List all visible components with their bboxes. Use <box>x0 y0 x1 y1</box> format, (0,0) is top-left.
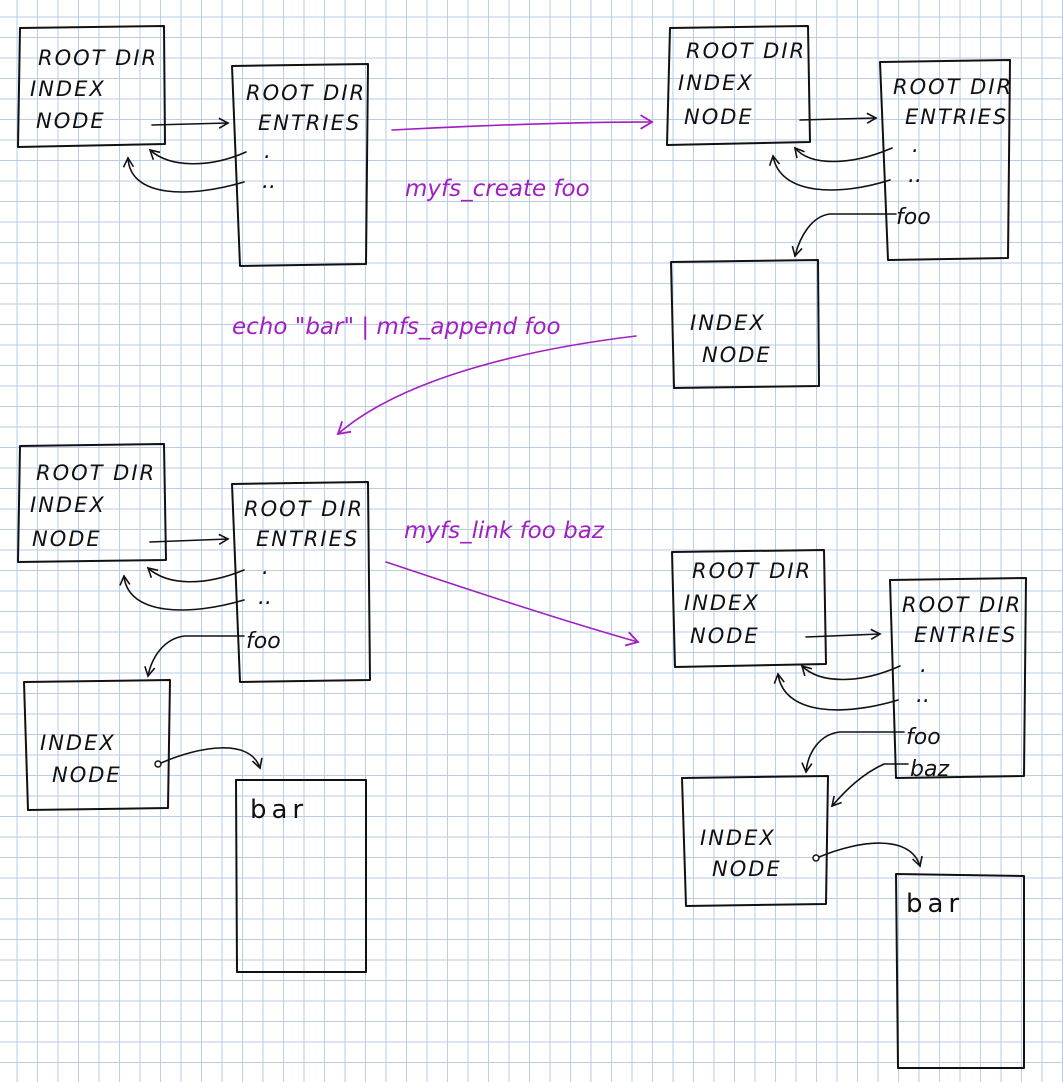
root-dir-index-node-box <box>17 443 167 563</box>
root-index-label-line1: ROOT DIR <box>692 559 812 583</box>
foo-to-index-node-arrow <box>801 731 905 774</box>
dotdot-back-arrow <box>122 156 245 193</box>
root-index-label-line1: ROOT DIR <box>686 39 806 63</box>
root-dir-index-node-box <box>17 25 166 148</box>
command-create: myfs_create foo <box>391 114 654 202</box>
entry-dot: . <box>920 653 927 678</box>
entry-dotdot: .. <box>916 683 930 708</box>
data-block-box <box>895 873 1025 1069</box>
index-node-box <box>23 679 171 811</box>
dot-back-arrow <box>800 664 901 681</box>
index-to-data-arrow <box>160 747 263 770</box>
entry-foo: foo <box>906 725 941 750</box>
command-append: echo "bar" | mfs_append foo <box>232 314 637 436</box>
command-link: myfs_link foo baz <box>385 518 640 647</box>
stage-4: ROOT DIR INDEX NODE ROOT DIR ENTRIES . .… <box>671 549 1027 1069</box>
root-index-label-line1: ROOT DIR <box>36 461 156 485</box>
baz-to-index-node-arrow <box>830 763 909 808</box>
root-index-label-line2: INDEX <box>684 591 760 615</box>
data-pointer-dot <box>812 854 820 862</box>
index-to-entries-arrow <box>151 117 230 129</box>
root-dir-entries-box <box>231 63 369 267</box>
root-dir-entries-box <box>889 577 1027 779</box>
dot-back-arrow <box>793 146 893 163</box>
root-index-label-line3: NODE <box>684 105 754 129</box>
root-index-label-line3: NODE <box>690 624 760 648</box>
root-dir-entries-box <box>879 59 1011 261</box>
root-entries-label-line1: ROOT DIR <box>902 593 1022 617</box>
create-transition-arrow <box>391 114 654 131</box>
stage-2: ROOT DIR INDEX NODE ROOT DIR ENTRIES . .… <box>666 25 1013 389</box>
dotdot-back-arrow <box>773 672 899 711</box>
entry-dot: . <box>262 555 269 580</box>
link-transition-arrow <box>385 561 640 647</box>
index-to-entries-arrow <box>799 112 878 124</box>
entry-foo: foo <box>246 629 281 654</box>
foo-to-index-node-arrow <box>791 213 897 258</box>
index-node-label-line2: NODE <box>52 763 122 787</box>
root-entries-label-line1: ROOT DIR <box>246 81 366 105</box>
root-dir-index-node-box <box>666 25 811 146</box>
root-dir-entries-box <box>231 481 371 683</box>
root-entries-label-line1: ROOT DIR <box>244 497 364 521</box>
index-node-label-line2: NODE <box>702 343 772 367</box>
root-index-label-line2: INDEX <box>678 71 754 95</box>
data-block-content: bar <box>250 795 308 825</box>
index-node-box <box>670 259 820 389</box>
root-index-label-line1: ROOT DIR <box>38 46 158 70</box>
root-entries-label-line2: ENTRIES <box>258 111 361 135</box>
root-entries-label-line2: ENTRIES <box>256 527 359 551</box>
root-entries-label-line2: ENTRIES <box>905 105 1008 129</box>
index-to-data-arrow <box>818 842 923 868</box>
root-dir-index-node-box <box>671 549 827 668</box>
index-node-box <box>681 775 829 907</box>
stage-1: ROOT DIR INDEX NODE ROOT DIR ENTRIES . .… <box>17 25 369 267</box>
data-block-content: bar <box>906 889 964 919</box>
entry-dotdot: .. <box>908 163 922 188</box>
root-index-label-line2: INDEX <box>30 493 106 517</box>
link-command-text: myfs_link foo baz <box>404 518 605 544</box>
dot-back-arrow <box>148 148 247 165</box>
root-entries-label-line1: ROOT DIR <box>893 75 1013 99</box>
entry-baz: baz <box>910 757 949 782</box>
root-index-label-line3: NODE <box>36 109 106 133</box>
index-node-label-line1: INDEX <box>690 311 766 335</box>
entry-dotdot: .. <box>262 169 276 194</box>
data-pointer-dot <box>154 760 162 768</box>
index-to-entries-arrow <box>805 628 882 641</box>
root-index-label-line3: NODE <box>32 527 102 551</box>
entry-foo: foo <box>896 205 931 230</box>
data-block-box <box>235 779 367 973</box>
dot-back-arrow <box>146 566 245 583</box>
create-command-text: myfs_create foo <box>405 176 590 202</box>
append-transition-arrow <box>336 335 637 436</box>
stage-3: ROOT DIR INDEX NODE ROOT DIR ENTRIES . .… <box>17 443 371 973</box>
foo-to-index-node-arrow <box>144 635 245 678</box>
entry-dot: . <box>912 133 919 158</box>
entry-dotdot: .. <box>258 585 272 610</box>
index-node-label-line1: INDEX <box>700 826 776 850</box>
index-node-label-line2: NODE <box>712 857 782 881</box>
root-index-label-line2: INDEX <box>30 77 106 101</box>
dotdot-back-arrow <box>119 574 245 611</box>
index-to-entries-arrow <box>149 533 230 546</box>
append-command-text: echo "bar" | mfs_append foo <box>232 314 561 340</box>
root-entries-label-line2: ENTRIES <box>914 623 1017 647</box>
index-node-label-line1: INDEX <box>40 731 116 755</box>
entry-dot: . <box>264 139 271 164</box>
dotdot-back-arrow <box>768 154 891 191</box>
